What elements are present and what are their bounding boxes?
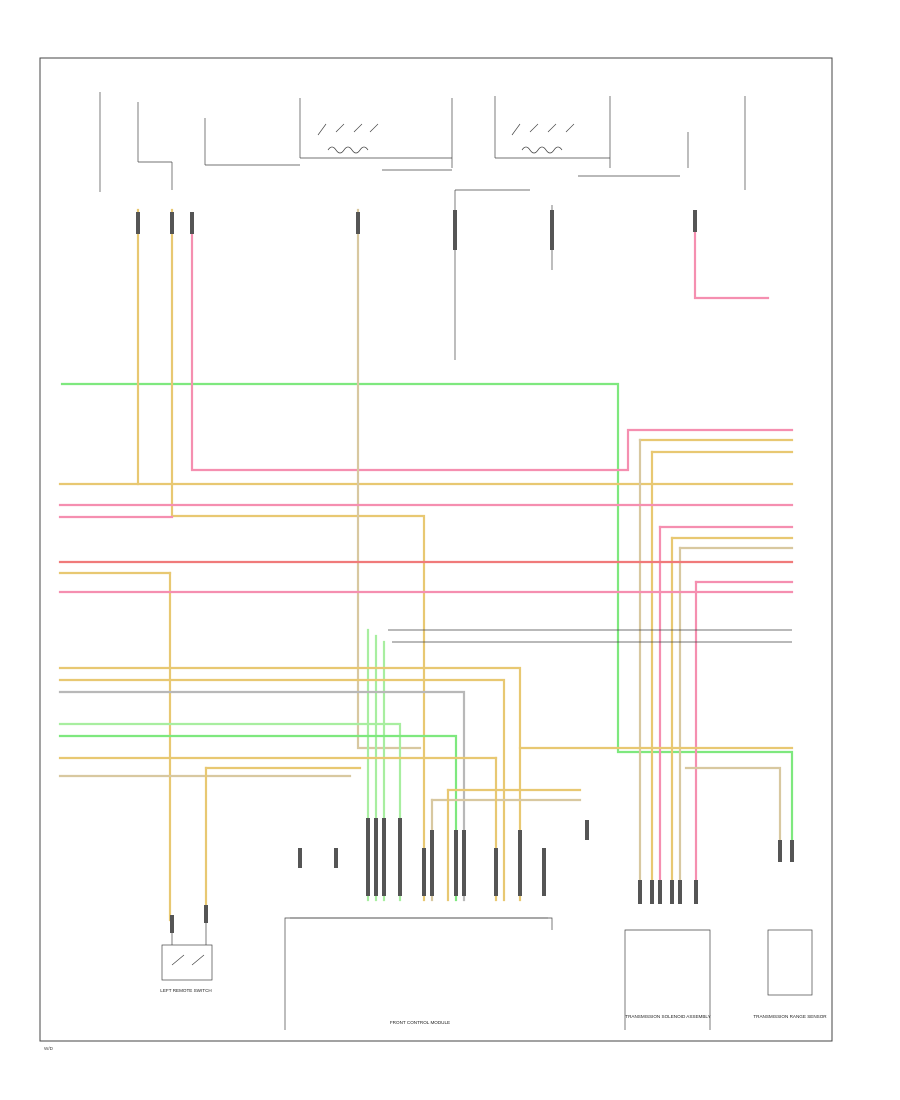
wire-green-main <box>60 382 794 842</box>
top-power-distribution <box>99 92 746 360</box>
wire-yellow-172 <box>170 208 426 902</box>
left-remote-switch: LEFT REMOTE SWITCH <box>160 923 213 993</box>
wire-yellow-138 <box>58 208 794 486</box>
front-control-module-label: FRONT CONTROL MODULE <box>390 1020 450 1025</box>
transmission-range-sensor-label: TRANSMISSION RANGE SENSOR <box>753 1014 827 1019</box>
transmission-range-sensor: TRANSMISSION RANGE SENSOR <box>753 929 827 1019</box>
wire-pink-right-top <box>693 213 770 300</box>
diagram-ref-code: W/D <box>44 1046 54 1051</box>
wire-pink-192 <box>190 213 794 472</box>
transmission-solenoid-assembly-label: TRANSMISSION SOLENOID ASSEMBLY <box>625 1014 710 1019</box>
left-remote-switch-label: LEFT REMOTE SWITCH <box>160 988 211 993</box>
right-inputs <box>638 438 794 882</box>
transmission-solenoid-assembly: TRANSMISSION SOLENOID ASSEMBLY <box>624 929 711 1030</box>
mid-rows <box>58 536 794 922</box>
connector-marks <box>136 210 794 933</box>
pink-rows <box>58 503 794 882</box>
front-control-module: FRONT CONTROL MODULE <box>284 917 553 1030</box>
diagram-frame <box>39 57 833 1042</box>
